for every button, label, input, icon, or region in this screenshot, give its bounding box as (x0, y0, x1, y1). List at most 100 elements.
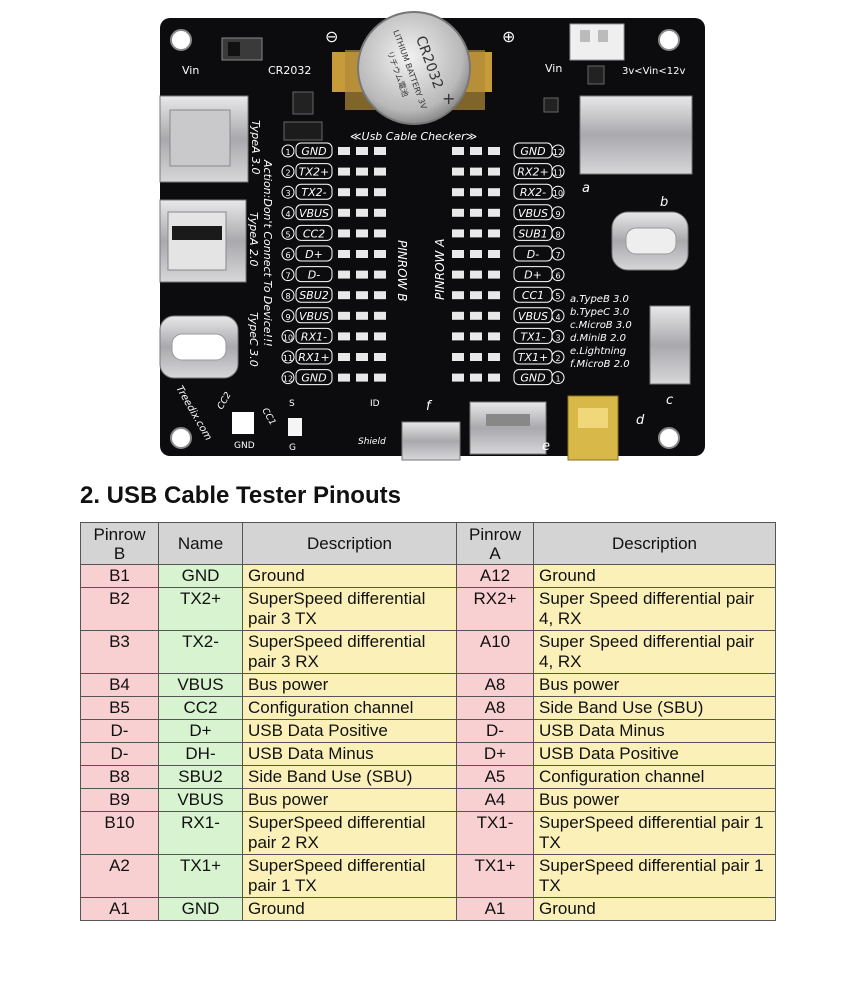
port-legend: a.TypeB 3.0b.TypeC 3.0c.MicroB 3.0d.Mini… (570, 294, 632, 370)
led-pad (338, 167, 350, 176)
led-pad (452, 373, 464, 382)
pin-number-circle (551, 371, 565, 385)
led-pad (488, 167, 500, 176)
pin-label: VBUS (299, 207, 329, 220)
description-a-cell: Configuration channel (533, 765, 776, 789)
pinrow-b-cell: B5 (80, 696, 159, 720)
name-cell: D+ (158, 719, 243, 743)
led-pad (338, 229, 350, 238)
pin-number: 6 (555, 272, 560, 281)
port-typea-2[interactable] (159, 199, 247, 283)
pin-number-circle (551, 309, 565, 323)
led-pad (356, 229, 368, 238)
header-pinrow-b: Pinrow B (80, 522, 159, 565)
name-cell: TX1+ (158, 854, 243, 898)
led-pad (356, 373, 368, 382)
pin-number-circle (281, 165, 295, 179)
port-typec-3b[interactable] (611, 211, 689, 271)
description-a-cell: USB Data Minus (533, 719, 776, 743)
pin-number-circle (551, 144, 565, 158)
pinrow-b-cell: D- (80, 719, 159, 743)
port-microb-3[interactable] (649, 305, 691, 385)
led-pad (452, 311, 464, 320)
pin-number: 8 (555, 230, 560, 239)
pin-number: 12 (283, 375, 293, 384)
pin-number-circle (551, 329, 565, 343)
pinrow-a-cell: A12 (456, 564, 534, 588)
name-cell: SBU2 (158, 765, 243, 789)
pin-number-circle (281, 185, 295, 199)
led-pad (374, 147, 386, 155)
pin-number: 5 (285, 230, 290, 239)
description-a-cell: USB Data Positive (533, 742, 776, 766)
description-a-cell: Bus power (533, 673, 776, 697)
port-f-label: f (426, 399, 433, 414)
led-pad (338, 250, 350, 258)
description-b-cell: Ground (242, 564, 457, 588)
legend-item: a.TypeB 3.0 (570, 294, 629, 305)
description-b-cell: Bus power (242, 673, 457, 697)
g-label: G (289, 443, 296, 453)
led-pad (452, 291, 464, 300)
pin-number-circle (281, 226, 295, 240)
led-pad (374, 167, 386, 176)
description-a-cell: Super Speed differential pair 4, RX (533, 630, 776, 674)
pin-label: GND (520, 145, 545, 158)
cc-pads (232, 412, 254, 434)
led-sg (288, 418, 302, 436)
description-b-cell: SuperSpeed differential pair 2 RX (242, 811, 457, 855)
led-pad (374, 270, 386, 279)
header-pinrow-a: Pinrow A (456, 522, 534, 565)
pin-label-frame (295, 142, 333, 159)
pinrow-b-cell: A2 (80, 854, 159, 898)
led-pad (470, 188, 482, 197)
description-a-cell: SuperSpeed differential pair 1 TX (533, 811, 776, 855)
legend-item: b.TypeC 3.0 (570, 307, 629, 318)
led-pad (488, 311, 500, 320)
description-b-cell: USB Data Positive (242, 719, 457, 743)
description-a-cell: SuperSpeed differential pair 1 TX (533, 854, 776, 898)
led-pad (470, 147, 482, 155)
pinrow-b-cell: D- (80, 742, 159, 766)
led-pad (374, 373, 386, 382)
led-pad (488, 208, 500, 217)
pin-label: TX1- (520, 330, 545, 343)
pin-number: 12 (553, 148, 563, 157)
pinrow-a-cell: A10 (456, 630, 534, 674)
description-a-cell: Ground (533, 564, 776, 588)
pin-number-circle (281, 371, 295, 385)
pinrow-a-cell: TX1- (456, 811, 534, 855)
pinrow-b-cell: A1 (80, 897, 159, 921)
pin-label-frame (295, 369, 333, 386)
port-minib-2[interactable] (567, 395, 619, 461)
led-pad (374, 208, 386, 217)
typea30-label: TypeA 3.0 (249, 120, 262, 175)
pin-number: 9 (555, 210, 560, 219)
battery-plus: + (442, 89, 455, 108)
name-cell: CC2 (158, 696, 243, 720)
port-lightning[interactable] (469, 401, 547, 455)
name-cell: TX2+ (158, 587, 243, 631)
led-pad (452, 229, 464, 238)
power-switch[interactable] (221, 37, 263, 61)
port-typea-3[interactable] (159, 95, 249, 183)
port-typeb-3[interactable] (579, 95, 693, 175)
legend-item: c.MicroB 3.0 (570, 320, 632, 331)
port-typec-3[interactable] (159, 315, 239, 379)
description-a-cell: Super Speed differential pair 4, RX (533, 587, 776, 631)
pin-number: 9 (285, 313, 290, 322)
pin-number-circle (281, 350, 295, 364)
pinrow-a-cell: D+ (456, 742, 534, 766)
description-a-cell: Side Band Use (SBU) (533, 696, 776, 720)
pin-number: 3 (285, 189, 290, 198)
led-pad (356, 311, 368, 320)
port-b-label: b (660, 195, 668, 210)
port-microb-2[interactable] (401, 421, 461, 461)
description-b-cell: USB Data Minus (242, 742, 457, 766)
vin-connector[interactable] (569, 23, 625, 61)
